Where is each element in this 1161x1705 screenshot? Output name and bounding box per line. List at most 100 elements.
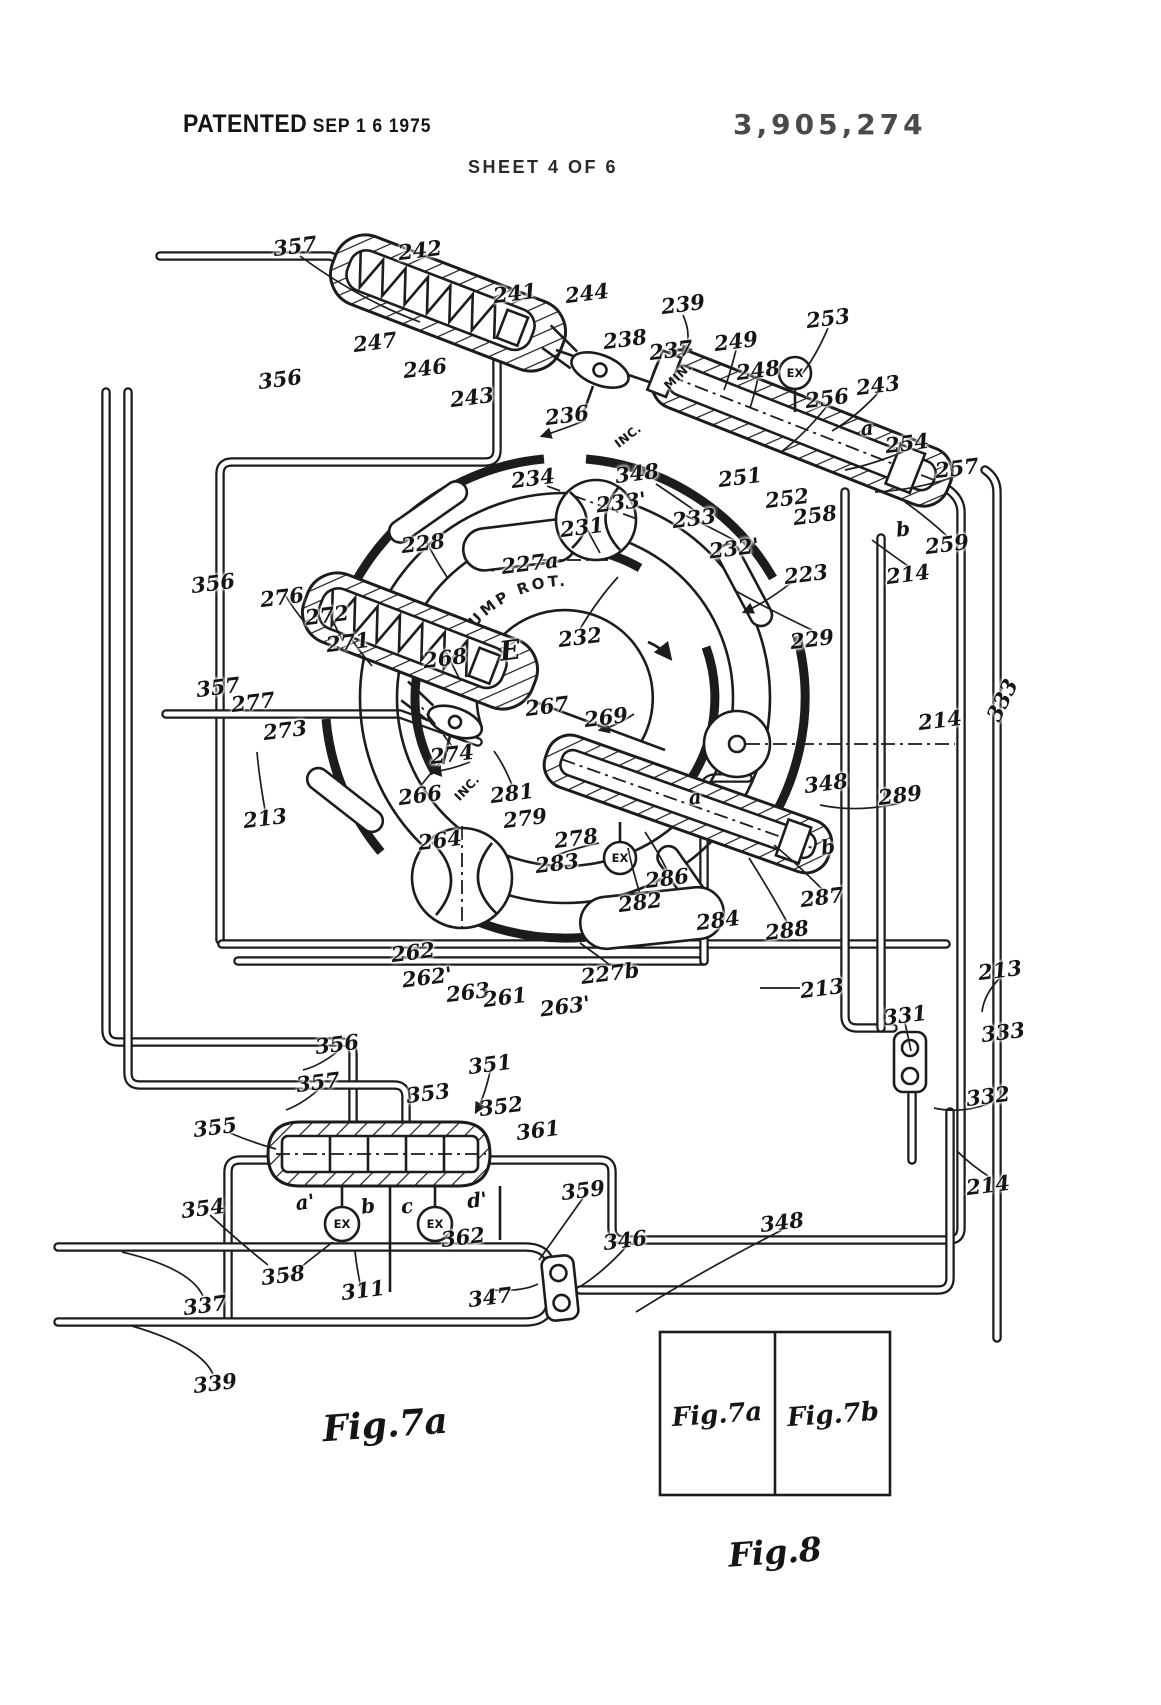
- port-letter-b: b: [894, 516, 912, 542]
- ref-numeral-348: 348: [613, 457, 661, 489]
- ref-numeral-346: 346: [601, 1224, 649, 1256]
- ref-numeral-231: 231: [558, 511, 606, 543]
- ref-numeral-362: 362: [439, 1221, 487, 1253]
- ref-numeral-214: 214: [916, 704, 964, 736]
- ref-numeral-277: 277: [229, 686, 277, 718]
- exhaust-port-circles: [323, 355, 813, 1243]
- ref-numeral-279: 279: [501, 802, 549, 834]
- ref-numeral-249: 249: [712, 325, 760, 357]
- ref-numeral-358: 358: [259, 1259, 307, 1291]
- ref-numeral-356: 356: [256, 363, 304, 395]
- ref-numeral-282: 282: [616, 886, 664, 918]
- patented-word: PATENTED: [183, 110, 308, 138]
- ref-numeral-262: 262: [389, 936, 437, 968]
- ref-numeral-213: 213: [798, 972, 846, 1004]
- ref-numeral-236: 236: [543, 399, 591, 431]
- figure-7a-caption: Fig.7a: [321, 1399, 449, 1451]
- ref-numeral-261: 261: [481, 981, 529, 1013]
- ref-numeral-213: 213: [976, 954, 1024, 986]
- ref-numeral-259: 259: [923, 528, 971, 560]
- pilot-cylinder-lower: [542, 733, 834, 875]
- spring-actuator-left: [301, 571, 539, 711]
- ref-numeral-232: 232: [556, 621, 604, 653]
- selector-manifold: [266, 1120, 492, 1188]
- ref-numeral-361: 361: [514, 1114, 562, 1146]
- ref-numeral-233: 233': [594, 486, 648, 518]
- ref-numeral-213: 213: [241, 802, 289, 834]
- ref-numeral-353: 353: [404, 1077, 452, 1109]
- ref-numeral-232: 232': [707, 532, 761, 564]
- exhaust-label-ex: EX: [786, 366, 804, 380]
- hydraulic-piping: [58, 256, 997, 1338]
- ref-numeral-233: 233: [670, 502, 718, 534]
- sheet-indicator: SHEET 4 OF 6: [468, 157, 619, 177]
- port-letter-e: E: [497, 634, 523, 668]
- ref-numeral-258: 258: [791, 499, 839, 531]
- ref-numeral-347: 347: [466, 1281, 514, 1313]
- ref-numeral-266: 266: [396, 779, 444, 811]
- ref-numeral-263: 263': [538, 990, 592, 1022]
- port-letter-b: b: [359, 1193, 377, 1219]
- ref-numeral-348: 348: [758, 1206, 806, 1238]
- ref-numeral-264: 264: [416, 824, 464, 856]
- ref-numeral-281: 281: [488, 777, 536, 809]
- exhaust-label-ex: EX: [611, 851, 629, 865]
- figure-8-caption: Fig.8: [727, 1529, 823, 1575]
- pilot-cylinder-right: [645, 348, 954, 508]
- ref-numeral-272: 272: [303, 599, 351, 631]
- ref-numeral-359: 359: [559, 1174, 607, 1206]
- ref-numeral-256: 256: [803, 382, 851, 414]
- ref-numeral-354: 354: [179, 1192, 227, 1224]
- ref-numeral-311: 311: [339, 1274, 387, 1306]
- exhaust-label-ex: EX: [333, 1217, 351, 1231]
- ref-numeral-214: 214: [884, 558, 932, 590]
- ref-numeral-246: 246: [401, 352, 449, 384]
- ref-numeral-333: 333: [979, 1016, 1027, 1048]
- actuator-rod-left: [529, 698, 666, 752]
- ref-numeral-243: 243: [854, 369, 902, 401]
- ref-numeral-274: 274: [428, 738, 476, 770]
- ref-numeral-355: 355: [191, 1111, 239, 1143]
- ref-numeral-248: 248: [734, 354, 782, 386]
- ref-numeral-357: 357: [271, 230, 319, 262]
- figure-index-right-caption: Fig.7b: [786, 1396, 880, 1434]
- ref-numeral-267: 267: [523, 690, 571, 722]
- ref-numeral-331: 331: [881, 999, 929, 1031]
- spring-actuator-top: [329, 233, 567, 373]
- port-letter-a: a: [859, 415, 875, 441]
- ref-numeral-271: 271: [324, 626, 372, 658]
- ref-numeral-237: 237: [647, 334, 695, 366]
- port-letter-a: a': [294, 1188, 316, 1216]
- ref-numeral-356: 356: [313, 1028, 361, 1060]
- control-yoke-lower: [400, 680, 484, 740]
- ref-numeral-223: 223: [782, 558, 830, 590]
- figure-index-left-caption: Fig.7a: [670, 1396, 764, 1434]
- ref-numeral-242: 242: [396, 234, 444, 266]
- exhaust-label-ex: EX: [426, 1217, 444, 1231]
- port-letter-b: b: [819, 834, 837, 860]
- ref-numeral-283: 283: [533, 847, 581, 879]
- control-yoke-top: [541, 324, 630, 389]
- shuttle-valve-331: [892, 1030, 928, 1094]
- patent-date: SEP 1 6 1975: [312, 116, 432, 137]
- ref-numeral-352: 352: [477, 1090, 525, 1122]
- figure-index-box: [658, 1330, 892, 1497]
- port-letter-a: a: [687, 784, 703, 810]
- ref-numeral-276: 276: [258, 581, 306, 613]
- ref-numeral-247: 247: [351, 326, 399, 358]
- leader-lines: [121, 255, 1001, 1375]
- ref-numeral-214: 214: [964, 1169, 1012, 1201]
- ref-numeral-289: 289: [876, 779, 924, 811]
- ref-numeral-288: 288: [763, 914, 811, 946]
- ref-numeral-253: 253: [804, 302, 852, 334]
- ref-numeral-227b: 227b: [579, 957, 641, 989]
- ref-numeral-284: 284: [694, 904, 742, 936]
- ref-numeral-351: 351: [466, 1048, 514, 1080]
- ref-numeral-339: 339: [191, 1367, 239, 1399]
- ref-numeral-227a: 227a: [499, 547, 561, 579]
- ref-numeral-229: 229: [788, 623, 836, 655]
